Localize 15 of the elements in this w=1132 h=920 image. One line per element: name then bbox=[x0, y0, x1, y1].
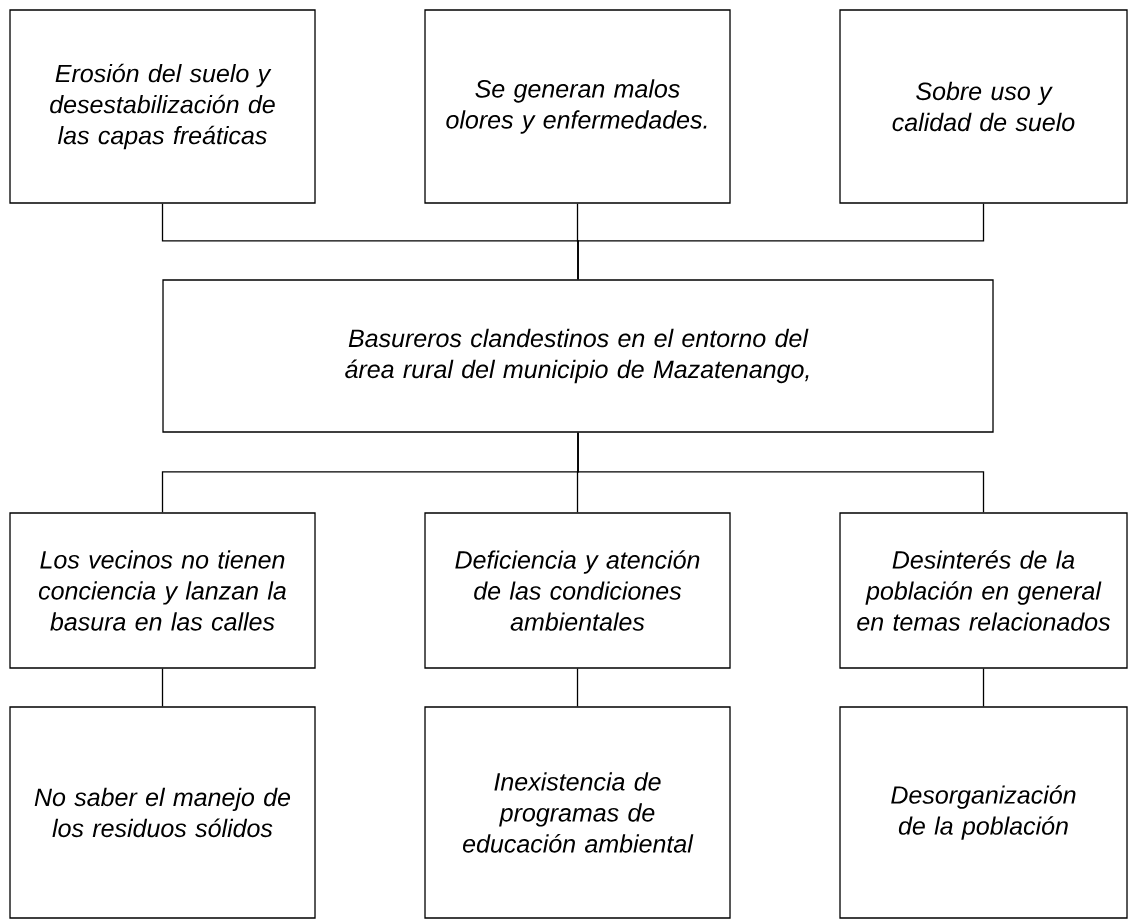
text-box: Inexistencia de programas de educación ambiental bbox=[424, 706, 731, 919]
connector-line bbox=[577, 432, 985, 513]
text-box: No saber el manejo de los residuos sólidos bbox=[9, 706, 316, 919]
connector-line bbox=[577, 203, 985, 280]
connector-line bbox=[161, 668, 164, 707]
text-box: Erosión del suelo y desestabilización de las capas freáticas bbox=[9, 9, 316, 204]
connector-line bbox=[576, 668, 579, 707]
text-box: Basureros clandestinos en el entorno del área rural del municipio de Mazatenango, bbox=[162, 279, 994, 433]
text-box: Deficiencia y atención de las condiciones ambientales bbox=[424, 512, 731, 669]
connector-line bbox=[982, 668, 985, 707]
text-box: Sobre uso y calidad de suelo bbox=[839, 9, 1128, 204]
text-box: Desorganización de la población bbox=[839, 706, 1128, 919]
text-box: Desinterés de la población en general en temas relacionados bbox=[839, 512, 1128, 669]
text-box: Se generan malos olores y enfermedades. bbox=[424, 9, 731, 204]
text-box: Los vecinos no tienen conciencia y lanzan la basura en las calles bbox=[9, 512, 316, 669]
